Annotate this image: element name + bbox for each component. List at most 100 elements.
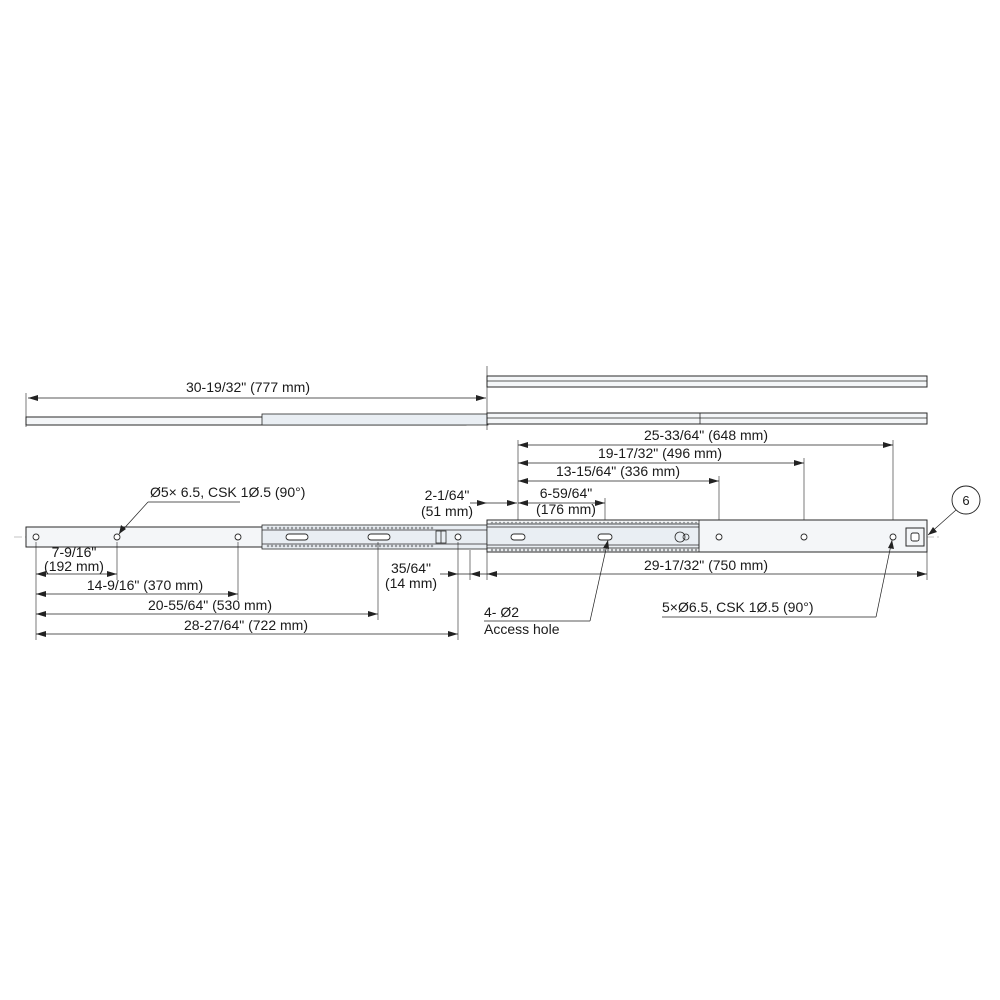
ball-bearing: [558, 548, 562, 552]
ball-bearing: [658, 548, 662, 552]
ball-bearing: [310, 544, 314, 548]
ball-bearing: [330, 526, 334, 530]
ball-bearing: [354, 526, 358, 530]
ball-bearing: [342, 526, 346, 530]
ball-bearing: [598, 548, 602, 552]
ball-bearing: [510, 548, 514, 552]
ball-bearing: [398, 544, 402, 548]
ball-bearing: [614, 548, 618, 552]
ball-bearing: [594, 521, 598, 525]
callout-6: [951, 485, 981, 515]
ball-bearing: [310, 526, 314, 530]
ball-bearing: [270, 526, 274, 530]
ball-bearing: [634, 521, 638, 525]
rear-hole-3: [234, 533, 242, 541]
ball-bearing: [390, 544, 394, 548]
ball-bearing: [406, 526, 410, 530]
ball-bearing: [406, 544, 410, 548]
ball-bearing: [582, 521, 586, 525]
ball-bearing: [302, 544, 306, 548]
ball-bearing: [642, 548, 646, 552]
ball-bearing: [650, 548, 654, 552]
ball-bearing: [366, 526, 370, 530]
dim-front-648: 25-33/64" (648 mm): [644, 427, 768, 443]
ball-bearing: [618, 548, 622, 552]
ball-bearing: [358, 526, 362, 530]
dim-gap-14-l1: 35/64": [391, 560, 431, 576]
ball-bearing: [490, 521, 494, 525]
ball-bearing: [414, 544, 418, 548]
ball-bearing: [298, 526, 302, 530]
ball-bearing: [490, 548, 494, 552]
ball-bearing: [534, 521, 538, 525]
ball-bearing: [666, 521, 670, 525]
ball-bearing: [634, 548, 638, 552]
ball-bearing: [286, 544, 290, 548]
top-rear-member-step: [261, 413, 489, 426]
ball-bearing: [530, 548, 534, 552]
ball-bearing: [518, 521, 522, 525]
ball-bearing: [550, 521, 554, 525]
ball-bearing: [638, 521, 642, 525]
ball-bearing: [546, 521, 550, 525]
ball-bearing: [498, 521, 502, 525]
ball-bearing: [574, 521, 578, 525]
ball-bearing: [690, 548, 694, 552]
ball-bearing: [266, 544, 270, 548]
ball-bearing: [630, 548, 634, 552]
ball-bearing: [386, 544, 390, 548]
front-hole-3: [889, 533, 897, 541]
ball-bearing: [274, 526, 278, 530]
ball-bearing: [290, 526, 294, 530]
ball-bearing: [330, 544, 334, 548]
ball-bearing: [362, 544, 366, 548]
ball-bearing: [606, 521, 610, 525]
ball-bearing: [566, 548, 570, 552]
ball-bearing: [682, 521, 686, 525]
ball-bearing: [350, 526, 354, 530]
ball-bearing: [526, 548, 530, 552]
front-hole-2: [800, 533, 808, 541]
ball-bearing: [650, 521, 654, 525]
ball-bearing: [278, 526, 282, 530]
ball-bearing: [314, 526, 318, 530]
ball-bearing: [386, 526, 390, 530]
ball-bearing: [378, 544, 382, 548]
ball-bearing: [338, 526, 342, 530]
front-hole-1: [715, 533, 723, 541]
dim-rear-530: 20-55/64" (530 mm): [148, 597, 272, 613]
ball-bearing: [570, 548, 574, 552]
ball-bearing: [294, 544, 298, 548]
ball-bearing: [510, 521, 514, 525]
ball-bearing: [338, 544, 342, 548]
ball-bearing: [638, 548, 642, 552]
ball-bearing: [374, 544, 378, 548]
ball-bearing: [542, 521, 546, 525]
ball-bearing: [646, 548, 650, 552]
ball-bearing: [626, 521, 630, 525]
ball-bearing: [322, 544, 326, 548]
ball-bearing: [658, 521, 662, 525]
ball-bearing: [418, 544, 422, 548]
note-front-holes: 5×Ø6.5, CSK 1Ø.5 (90°): [662, 599, 814, 615]
dim-closed-length: 30-19/32" (777 mm): [186, 379, 310, 395]
ball-bearing: [354, 544, 358, 548]
ball-bearing: [350, 544, 354, 548]
dim-front-496: 19-17/32" (496 mm): [598, 445, 722, 461]
ball-bearing: [422, 544, 426, 548]
ball-bearing: [370, 526, 374, 530]
ball-bearing: [266, 526, 270, 530]
ball-bearing: [382, 526, 386, 530]
top-view: 30-19/32" (777 mm): [25, 366, 928, 430]
ball-bearing: [666, 548, 670, 552]
ball-bearing: [654, 548, 658, 552]
front-slot-1: [510, 533, 526, 541]
ball-bearing: [294, 526, 298, 530]
ball-bearing: [366, 544, 370, 548]
ball-bearing: [562, 548, 566, 552]
ball-bearing: [694, 521, 698, 525]
ball-bearing: [334, 544, 338, 548]
ball-bearing: [494, 521, 498, 525]
ball-bearing: [494, 548, 498, 552]
ball-bearing: [314, 544, 318, 548]
